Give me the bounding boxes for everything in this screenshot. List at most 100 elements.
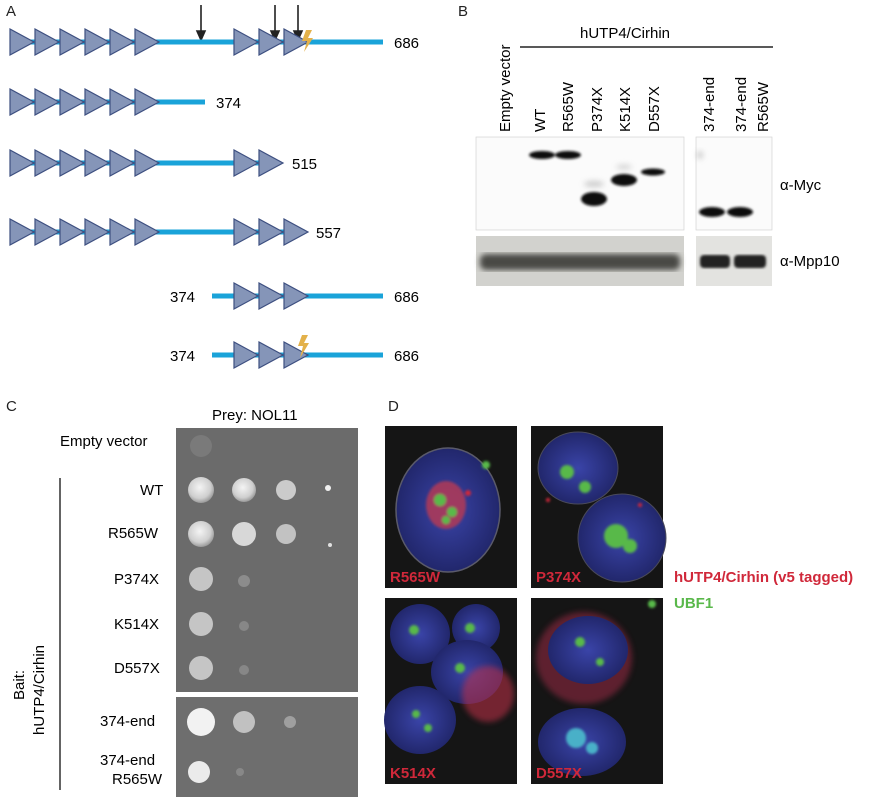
colony <box>233 711 255 733</box>
colony <box>232 478 256 502</box>
construct-374-end-r565w: 374 686 <box>170 335 419 370</box>
lane-label: R565W <box>560 81 577 132</box>
mutation-bolt-icon <box>298 335 309 358</box>
blot-myc <box>475 136 773 231</box>
colony <box>189 612 213 636</box>
yeast-colonies <box>187 435 332 783</box>
colony <box>188 521 214 547</box>
lane-label-empty-vector: Empty vector <box>497 44 514 132</box>
micrograph-label: R565W <box>390 569 441 586</box>
band <box>641 168 665 176</box>
row-label: D557X <box>114 660 160 677</box>
blot-mpp10 <box>476 236 772 286</box>
construct-start-label: 374 <box>170 289 195 306</box>
construct-1-557: 557 <box>9 217 341 247</box>
micrograph-label: K514X <box>390 765 436 782</box>
blot-label-myc: α-Myc <box>780 177 822 194</box>
panel-a: A 686 37 <box>6 3 419 370</box>
construct-1-515: 515 <box>9 148 317 178</box>
colony <box>189 567 213 591</box>
lane-label: D557X <box>646 86 663 132</box>
colony <box>189 656 213 680</box>
construct-end-label: 515 <box>292 156 317 173</box>
panel-c: C Prey: NOL11 Empty vector Bait: hUTP4/C… <box>6 398 358 797</box>
panel-d: D R565W <box>384 398 853 784</box>
mutation-bolt-icon <box>302 30 313 52</box>
construct-end-label: 686 <box>394 289 419 306</box>
panel-b-letter: B <box>458 3 468 20</box>
lane-label: P374X <box>589 87 606 132</box>
wd40-repeats <box>9 27 310 57</box>
wd40-repeats <box>9 148 285 178</box>
panel-d-letter: D <box>388 398 399 415</box>
band <box>555 151 581 159</box>
construct-end-label: 557 <box>316 225 341 242</box>
lane-label: K514X <box>617 87 634 132</box>
row-label: 374-end <box>100 713 155 730</box>
prey-label: Prey: NOL11 <box>212 407 298 424</box>
colony <box>276 524 296 544</box>
construct-374-end: 374 686 <box>170 281 419 311</box>
construct-end-label: 374 <box>216 95 241 112</box>
micrograph-k514x <box>384 598 517 784</box>
micrograph-label: D557X <box>536 765 582 782</box>
group-label: hUTP4/Cirhin <box>580 25 670 42</box>
legend-green-label: UBF1 <box>674 595 713 612</box>
colony <box>190 435 212 457</box>
row-label: WT <box>140 482 163 499</box>
down-arrow-icon <box>195 5 207 42</box>
colony <box>325 485 331 491</box>
construct-end-label: 686 <box>394 35 419 52</box>
blot-label-mpp10: α-Mpp10 <box>780 253 840 270</box>
micrograph-label: P374X <box>536 569 581 586</box>
yeast-plate-top <box>176 428 358 692</box>
lane-label: WT <box>532 109 549 132</box>
row-label-empty-vector: Empty vector <box>60 433 148 450</box>
row-label: R565W <box>112 771 163 788</box>
lane-label: R565W <box>755 81 772 132</box>
wd40-repeats <box>9 217 310 247</box>
panel-a-letter: A <box>6 3 16 20</box>
legend-red-label: hUTP4/Cirhin (v5 tagged) <box>674 569 853 586</box>
row-label: K514X <box>114 616 159 633</box>
lane-label: 374-end <box>701 77 718 132</box>
band <box>727 207 753 217</box>
colony <box>276 480 296 500</box>
construct-end-label: 686 <box>394 348 419 365</box>
colony <box>328 543 332 547</box>
row-label: R565W <box>108 525 159 542</box>
arrow-markers <box>195 5 304 42</box>
construct-full-length: 686 <box>9 27 419 57</box>
panel-c-letter: C <box>6 398 17 415</box>
micrograph-d557x <box>531 598 663 784</box>
construct-1-374: 374 <box>9 87 241 117</box>
wd40-repeats <box>9 87 161 117</box>
colony <box>239 665 249 675</box>
colony <box>239 621 249 631</box>
colony <box>187 708 215 736</box>
bait-label-line1: Bait: <box>11 670 28 700</box>
band <box>529 151 555 159</box>
construct-start-label: 374 <box>170 348 195 365</box>
down-arrow-icon <box>269 5 281 42</box>
band <box>611 174 637 186</box>
bait-label-line2: hUTP4/Cirhin <box>31 645 48 735</box>
lane-label: 374-end <box>733 77 750 132</box>
band <box>581 192 607 206</box>
wd40-repeats <box>233 281 310 311</box>
micrograph-r565w <box>385 426 517 588</box>
colony <box>284 716 296 728</box>
colony <box>236 768 244 776</box>
colony <box>188 761 210 783</box>
wd40-repeats <box>233 340 310 370</box>
panel-b: B hUTP4/Cirhin Empty vector WT R565W P37… <box>458 3 840 286</box>
micrograph-p374x <box>531 426 667 588</box>
band <box>699 207 725 217</box>
colony <box>238 575 250 587</box>
colony <box>232 522 256 546</box>
colony <box>188 477 214 503</box>
row-label: P374X <box>114 571 159 588</box>
row-label: 374-end <box>100 752 155 769</box>
